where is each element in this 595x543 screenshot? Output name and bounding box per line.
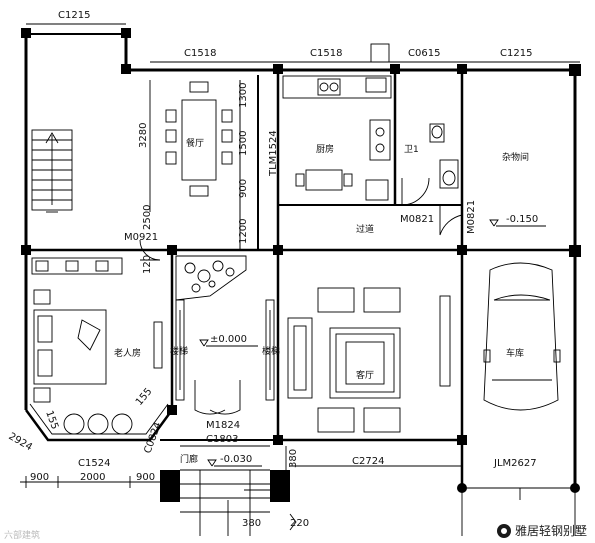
dim-3280: 3280 [138,123,149,148]
garage-car [483,262,561,411]
wc-fixtures [401,123,459,206]
room-dining: 餐厅 [186,137,204,149]
label-c0824: C0824 [142,421,163,455]
watermark-left: 六部建筑 [4,528,40,541]
room-corridor: 过道 [356,223,374,235]
label-c1524: C1524 [78,458,110,469]
dim-900: 900 [238,179,249,198]
level-main: ±0.000 [210,334,247,345]
label-c1518-kitchen: C1518 [310,48,342,59]
room-elderly: 老人房 [114,347,141,359]
dim-1200: 1200 [238,219,249,244]
label-m0821-vert: M0821 [466,200,477,234]
dim-380-h: 380 [242,518,261,529]
room-entry: 门廊 [180,453,198,465]
level-porch: -0.030 [220,454,252,465]
stairs-left-label: 楼梯 [170,345,188,357]
label-m1824: M1824 [206,420,240,431]
room-storage: 杂物间 [502,151,529,163]
label-c1215-top-left: C1215 [58,10,90,21]
label-c1803: C1803 [206,434,238,445]
dim-120: 120 [142,255,153,274]
room-garage: 车库 [506,347,524,359]
dim-155-b: 155 [134,386,155,408]
label-c1518-dining: C1518 [184,48,216,59]
room-wc: 卫1 [404,145,419,155]
dim-900-right: 900 [136,472,155,483]
living-room-furniture [287,287,451,433]
watermark-right-text: 雅居轻钢别墅 [514,524,587,538]
watermark-left-text: 六部建筑 [4,531,41,541]
dim-1300: 1300 [238,83,249,108]
dining-table [165,81,233,197]
door-labels: TLM1524 M0921 M0821 M0821 M1824 JLM2627 [124,130,537,469]
kitchen-fixtures [282,43,392,201]
level-garage: -0.150 [506,214,538,225]
elderly-room-furniture [31,257,163,435]
plant-area [175,255,247,301]
label-jlm2627: JLM2627 [493,458,537,469]
entry-steps [180,445,297,536]
dimension-lines [20,80,576,536]
dim-2000: 2000 [80,472,105,483]
dim-2500: 2500 [142,205,153,230]
wechat-icon [496,523,511,538]
watermark-right: 雅居轻钢别墅 [496,522,587,539]
walls [24,23,580,489]
stair-left [31,129,73,213]
dim-220: 220 [290,518,309,529]
label-c1215-top-right: C1215 [500,48,532,59]
dim-1500: 1500 [238,131,249,156]
dim-380-vert: 380 [288,449,299,468]
level-markers: ±0.000 -0.150 -0.030 [199,214,546,467]
label-m0921: M0921 [124,232,158,243]
room-living: 客厅 [356,369,374,381]
room-kitchen: 厨房 [316,143,334,155]
label-m0821-wc: M0821 [400,214,434,225]
dim-2924: 2924 [7,431,35,453]
doors [139,205,463,415]
label-tlm1524: TLM1524 [268,130,279,177]
room-labels: 餐厅 厨房 卫1 杂物间 过道 老人房 客厅 车库 门廊 楼梯 楼梯 [114,137,529,465]
dim-900-left: 900 [30,472,49,483]
stair-rails [175,299,275,401]
stairs-right-label: 楼梯 [262,345,280,357]
label-c2724: C2724 [352,456,384,467]
label-c0615: C0615 [408,48,440,59]
columns [21,28,581,502]
dim-155-a: 155 [43,409,60,431]
